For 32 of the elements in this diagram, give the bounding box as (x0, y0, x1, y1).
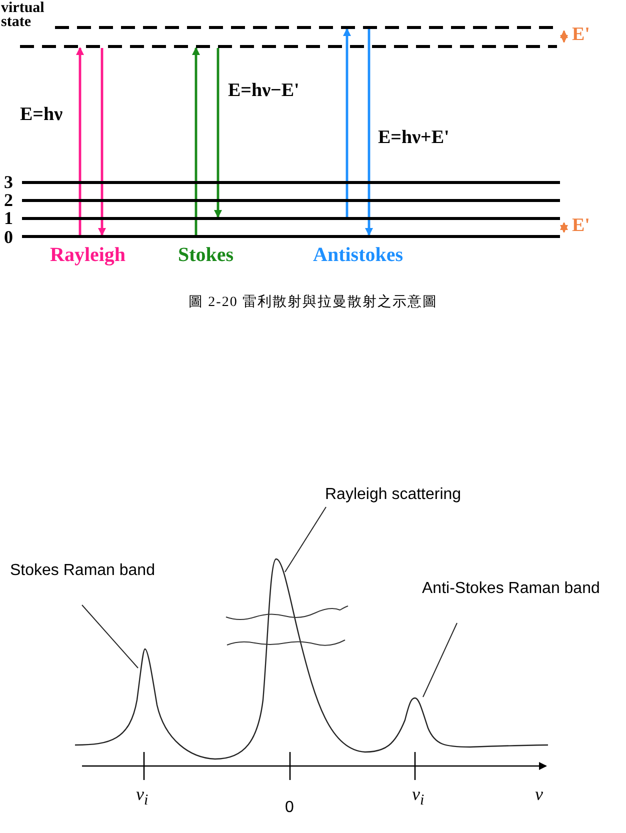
process-label: Rayleigh (50, 244, 126, 267)
level-number: 0 (4, 228, 13, 246)
arrow (76, 47, 84, 235)
axis-label: ν (535, 784, 543, 805)
process-label: Antistokes (313, 244, 404, 267)
leader-line (82, 604, 138, 668)
level-number: 2 (4, 191, 13, 209)
energy-level-line (22, 199, 560, 202)
figure-caption: 圖 2-20 雷利散射與拉曼散射之示意圖 (188, 295, 438, 310)
callout-label: Anti-Stokes Raman band (422, 578, 622, 600)
level-number: 3 (4, 173, 13, 191)
process-label: Stokes (178, 244, 234, 267)
arrow (343, 28, 351, 217)
callout-label: Stokes Raman band (10, 560, 160, 582)
level-number: 1 (4, 209, 13, 227)
arrow (214, 48, 222, 218)
energy-level-line (22, 217, 560, 220)
virtual-level-line (20, 45, 557, 48)
energy-gap-label: E' (572, 24, 590, 46)
leader-line (284, 506, 326, 572)
tick-label: 0 (285, 799, 294, 817)
arrow (192, 47, 200, 235)
tick-label: ν$_{i}$ (412, 784, 424, 810)
tick-label: ν$_{i}$ (136, 784, 148, 810)
energy-gap-label: E' (572, 215, 590, 237)
state-label: virtual state (1, 1, 46, 29)
arrow (98, 48, 106, 236)
leader-line (422, 622, 458, 698)
arrow (365, 29, 373, 236)
callout-label: Rayleigh scattering (325, 484, 525, 506)
energy-level-line (22, 181, 560, 184)
energy-level-line (22, 235, 560, 238)
